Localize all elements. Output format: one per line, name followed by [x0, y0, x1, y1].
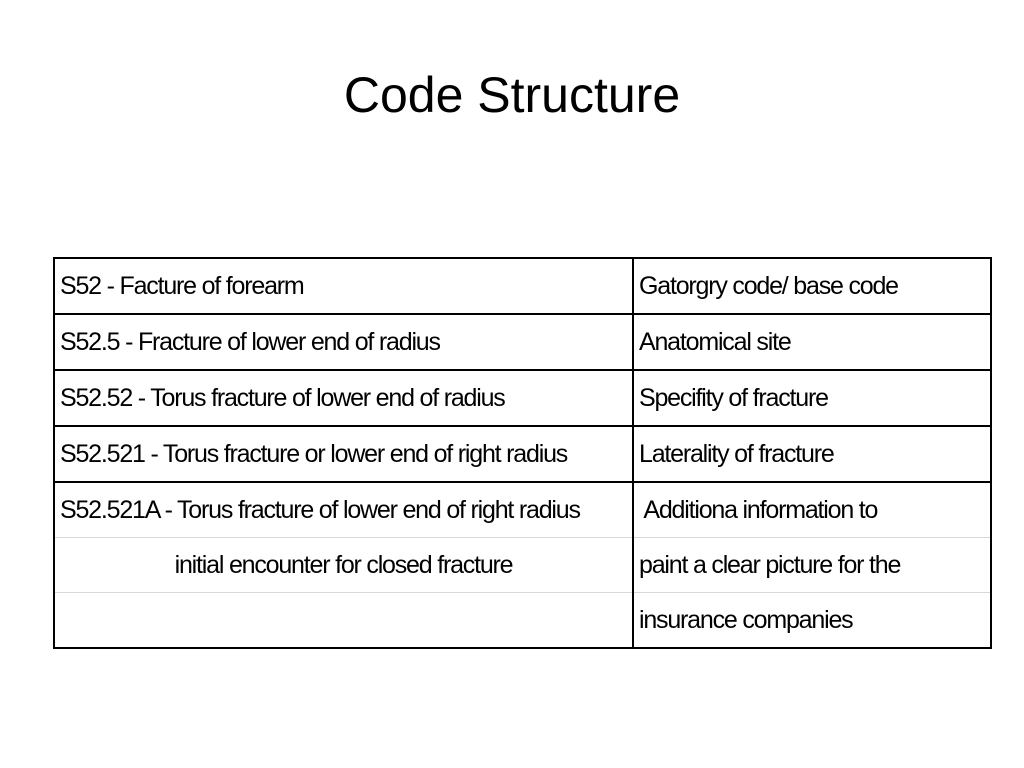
code-cell: S52.521 - Torus fracture or lower end of… — [54, 425, 634, 483]
table-row: S52.52 - Torus fracture of lower end of … — [54, 369, 991, 427]
table-row: S52.521A - Torus fracture of lower end o… — [54, 481, 991, 538]
code-cell: S52 - Facture of forearm — [54, 257, 634, 315]
meaning-cell: Anatomical site — [633, 313, 991, 371]
meaning-cell: paint a clear picture for the — [633, 537, 991, 593]
code-cell: initial encounter for closed fracture — [54, 537, 634, 593]
table-row: S52.521 - Torus fracture or lower end of… — [54, 425, 991, 483]
meaning-cell: Additiona information to — [633, 481, 991, 538]
code-cell: S52.5 - Fracture of lower end of radius — [54, 313, 634, 371]
slide-title: Code Structure — [343, 67, 681, 123]
meaning-cell: Specifity of fracture — [633, 369, 991, 427]
code-structure-table: S52 - Facture of forearm Gatorgry code/ … — [53, 257, 992, 649]
code-cell: S52.521A - Torus fracture of lower end o… — [54, 481, 634, 538]
meaning-cell: insurance companies — [633, 592, 991, 649]
table-row: initial encounter for closed fracture pa… — [54, 537, 991, 593]
table-row: S52 - Facture of forearm Gatorgry code/ … — [54, 257, 991, 315]
table-row: S52.5 - Fracture of lower end of radius … — [54, 313, 991, 371]
meaning-cell: Gatorgry code/ base code — [633, 257, 991, 315]
code-cell — [54, 592, 634, 649]
code-cell: S52.52 - Torus fracture of lower end of … — [54, 369, 634, 427]
table-row: insurance companies — [54, 592, 991, 649]
meaning-cell: Laterality of fracture — [633, 425, 991, 483]
